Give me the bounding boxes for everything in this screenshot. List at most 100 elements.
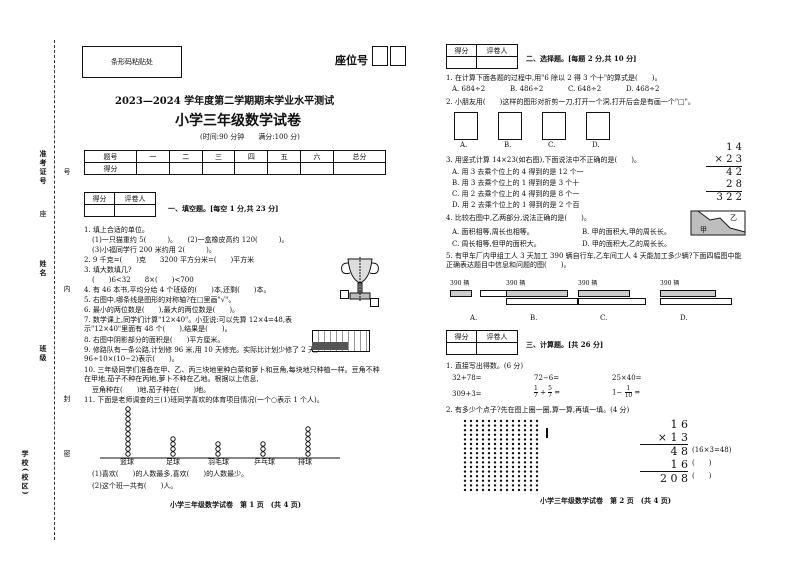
pictograph-circle	[215, 441, 221, 447]
dot	[529, 456, 533, 459]
dot	[463, 438, 467, 441]
fold-shape-d[interactable]	[586, 112, 610, 140]
axis-checkbox-2[interactable]	[370, 298, 379, 307]
sports-pictograph	[100, 406, 340, 459]
score-table-header: 二	[168, 150, 203, 163]
k1: 1. 直接写出得数。(6 分)	[446, 362, 524, 370]
c5-diagram-b[interactable]: 390 辆	[506, 280, 578, 310]
dot	[493, 484, 497, 487]
c1-opt-c[interactable]: C. 648÷2	[568, 85, 602, 93]
dot	[523, 456, 527, 459]
q6: 6. 最小的两位数是( ),最大的两位数是( )。	[84, 306, 240, 314]
score-cell[interactable]	[234, 162, 269, 175]
c2-opt-c: C.	[548, 141, 556, 149]
dot	[469, 429, 473, 432]
sport-label-3: 乒乓球	[254, 458, 275, 466]
section2-title: 二、选择题。[每题 2 分,共 10 分]	[526, 54, 637, 63]
grader-cell[interactable]	[113, 204, 157, 217]
c3-opt-c[interactable]: C. 用 2 去乘个位上的 4 得到的是 8 个一	[452, 190, 580, 198]
grader-cell[interactable]	[475, 342, 519, 355]
c5-diagram-d[interactable]: 390 辆	[660, 280, 732, 310]
c5-bar-label: 390 辆	[450, 280, 470, 287]
c4-opt-c[interactable]: C. 周长相等,但甲的面积大。	[452, 240, 541, 248]
mult-note-2[interactable]: ( )	[692, 459, 712, 467]
score-cell[interactable]	[300, 162, 334, 175]
grader-score-cell[interactable]	[446, 56, 477, 69]
dot	[505, 470, 509, 473]
pictograph-circle	[170, 451, 176, 457]
c5-bar	[578, 290, 630, 297]
dot	[511, 424, 515, 427]
score-table-header: 一	[135, 150, 170, 163]
dot	[523, 424, 527, 427]
c5-diagram-c[interactable]: 390 辆	[578, 280, 648, 310]
dot	[511, 442, 515, 446]
dot	[499, 419, 503, 423]
dot	[517, 465, 521, 469]
pictograph-circle	[215, 451, 221, 457]
c1-opt-b[interactable]: B. 486÷2	[510, 85, 544, 93]
dot	[469, 456, 473, 459]
score-table-header: 总分	[332, 150, 387, 163]
dot	[493, 465, 497, 469]
dot	[475, 484, 479, 487]
grader-cell[interactable]	[475, 56, 519, 69]
dot	[529, 484, 533, 487]
pictograph-circle	[305, 436, 311, 442]
c5-bar	[660, 290, 716, 297]
fold-shape-a[interactable]	[454, 112, 478, 140]
dot	[463, 424, 467, 427]
dot-array-bracket	[546, 428, 548, 438]
dot	[463, 475, 467, 478]
c3-opt-b[interactable]: B. 用 3 去乘个位上的 1 得到的是 3 个十	[452, 179, 580, 187]
score-cell[interactable]	[332, 162, 387, 175]
fold-shape-c[interactable]	[542, 112, 566, 140]
dot	[517, 447, 521, 450]
grader-score-cell[interactable]	[446, 342, 477, 355]
dot	[529, 429, 533, 432]
c1-opt-d[interactable]: D. 468÷2	[626, 85, 660, 93]
c3-opt-d[interactable]: D. 用 2 去乘个位上的 1 得到的是 2 个百	[452, 201, 580, 209]
score-cell[interactable]	[267, 162, 302, 175]
seat-box-1[interactable]	[372, 46, 388, 66]
dot	[469, 447, 473, 450]
dot	[499, 447, 503, 450]
c5-bar	[450, 290, 472, 297]
grader-score-cell[interactable]	[84, 204, 115, 217]
c1-opt-a[interactable]: A. 684÷2	[452, 85, 486, 93]
c4-opt-b[interactable]: B. 甲的面积大,甲的周长长。	[582, 228, 671, 236]
seat-box-2[interactable]	[390, 46, 406, 66]
dot	[535, 447, 539, 450]
axis-checkbox-1[interactable]	[340, 290, 349, 299]
c3-opt-a[interactable]: A. 用 3 去乘个位上的 4 得到的是 12 个一	[452, 168, 584, 176]
fold-shape-b[interactable]	[498, 112, 522, 140]
dot	[535, 461, 539, 464]
c5-bar	[578, 298, 646, 305]
dot	[475, 442, 479, 446]
score-cell[interactable]	[168, 162, 203, 175]
dot	[481, 442, 485, 446]
score-cell[interactable]	[201, 162, 236, 175]
dot	[535, 424, 539, 427]
c5-bar-label: 390 辆	[506, 280, 526, 287]
pictograph-circle	[215, 446, 221, 452]
q5: 5. 右图中,哪条线是图形的对称轴?在□里画"√"。	[84, 296, 236, 304]
score-cell[interactable]	[135, 162, 170, 175]
dot	[487, 452, 491, 455]
score-table-header: 三	[201, 150, 236, 163]
c5: 5. 有甲车厂内甲组工人 3 天加工 390 辆自行车,乙车间工人 4 天能加工…	[446, 252, 746, 270]
calc-line: 1 4	[726, 142, 742, 153]
dot	[517, 479, 521, 482]
paper-title: 小学三年级数学试卷	[175, 113, 301, 129]
dot	[523, 461, 527, 464]
score-table-header: 六	[300, 150, 334, 163]
c4-opt-d[interactable]: D. 甲的面积大,乙的周长长。	[582, 240, 672, 248]
dot	[493, 452, 497, 455]
dot	[463, 479, 467, 482]
multiplication-16x13: 1 6 × 1 3 4 8 1 6 2 0 8	[640, 418, 688, 485]
c4-opt-a[interactable]: A. 面积相等,周长也相等。	[452, 228, 534, 236]
grader-score-label: 得分	[446, 330, 477, 343]
dot	[535, 438, 539, 441]
dot	[475, 456, 479, 459]
mult-note-3[interactable]: ( )	[692, 472, 712, 480]
